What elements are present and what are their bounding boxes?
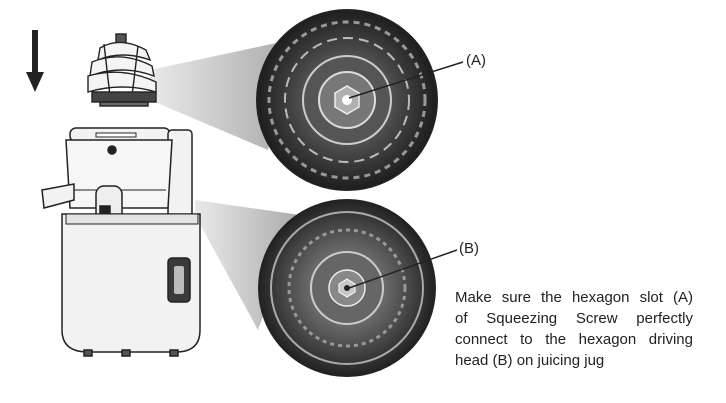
zoom-hexagon-slot: [257, 10, 437, 190]
instruction-line: Make sure the hexagon slot (A): [455, 287, 693, 308]
callout-b-label: (B): [459, 239, 479, 259]
instruction-line: connect to the hexagon driving: [455, 329, 693, 350]
zoom-driving-head: [259, 200, 435, 376]
juicer-body: [42, 128, 200, 356]
down-arrow-icon: [26, 30, 44, 92]
instruction-line: head (B) on juicing jug: [455, 350, 693, 371]
instruction-text: Make sure the hexagon slot (A) of Squeez…: [455, 287, 693, 371]
callout-a-label: (A): [466, 51, 486, 71]
instruction-line: of Squeezing Screw perfectly: [455, 308, 693, 329]
squeezing-screw: [88, 34, 156, 106]
